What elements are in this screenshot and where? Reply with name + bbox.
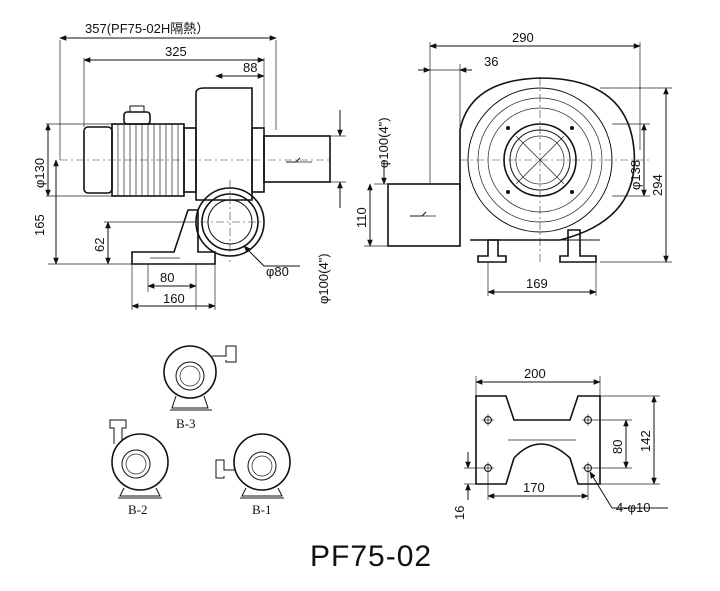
dim-plate-inner-height: 80 — [610, 440, 625, 454]
dim-holes: 4-φ10 — [616, 500, 650, 515]
dim-impeller-diameter: φ138 — [628, 160, 643, 190]
mounting-holes — [482, 414, 594, 474]
model-title: PF75-02 — [310, 540, 432, 573]
blower-housing — [131, 87, 331, 265]
dim-total-height: 294 — [650, 174, 665, 196]
dim-center-height: 165 — [32, 214, 47, 236]
dim-inlet-diameter: φ80 — [266, 264, 289, 279]
dim-plate-width: 200 — [524, 366, 546, 381]
dim-outlet-diameter-front: φ100(4") — [316, 253, 331, 304]
dim-edge: 16 — [452, 506, 467, 520]
dim-offset: 36 — [484, 54, 498, 69]
dim-outlet-offset: 88 — [243, 60, 257, 75]
dim-plate-height: 142 — [638, 430, 653, 452]
dim-width: 290 — [512, 30, 534, 45]
dim-foot-inner: 80 — [160, 270, 174, 285]
label-b3: B-3 — [176, 416, 196, 431]
side-view: 290 36 φ100(4") 110 φ138 294 169 — [354, 30, 672, 296]
dim-foot-height: 62 — [92, 238, 107, 252]
dim-foot-outer: 160 — [163, 291, 185, 306]
dim-outlet-height: 110 — [354, 207, 369, 228]
dim-overall-insulated: 357(PF75-02H隔熱） — [85, 21, 209, 36]
front-view: 357(PF75-02H隔熱） 325 88 φ130 165 62 80 16… — [32, 21, 346, 310]
dim-overall: 325 — [165, 44, 187, 59]
motor — [83, 105, 197, 197]
dim-outlet-diameter-side: φ100(4") — [376, 117, 391, 168]
base-plate: 200 142 80 170 16 4-φ10 — [452, 366, 668, 520]
orientation-b2: B-2 — [109, 419, 169, 517]
orientation-b3: B-3 — [163, 345, 237, 431]
dim-hole-spacing: 170 — [523, 480, 545, 495]
label-b1: B-1 — [252, 502, 272, 517]
dim-motor-diameter: φ130 — [32, 158, 47, 188]
orientation-b1: B-1 — [215, 433, 291, 517]
label-b2: B-2 — [128, 502, 148, 517]
dim-base-width: 169 — [526, 276, 548, 291]
